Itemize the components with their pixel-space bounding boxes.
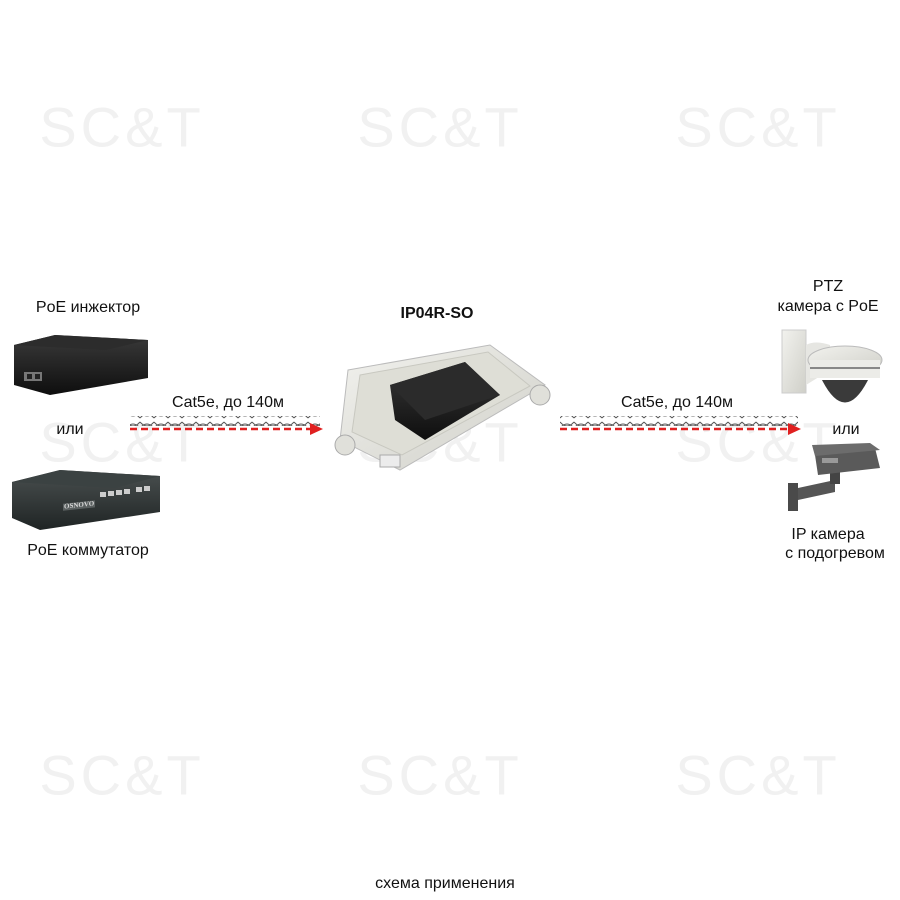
poe-injector-label: PoE инжектор [35, 299, 141, 316]
right-cable-label: Cat5e, до 140м [621, 394, 733, 411]
ptz-camera-image [781, 329, 883, 403]
ip-camera-label-line1: IP камера [791, 526, 865, 543]
watermark-logo: SC&T [39, 95, 205, 159]
or-label-left: или [56, 421, 84, 438]
watermark-logo: SC&T [357, 95, 523, 159]
watermark-logo: SC&T [357, 743, 523, 807]
caption: схема применения [375, 875, 515, 892]
ptz-camera-label-line1: PTZ [812, 278, 844, 295]
poe-injector-image [14, 335, 148, 395]
poe-switch-label: PoE коммутатор [27, 542, 149, 559]
or-label-right: или [832, 421, 860, 438]
ptz-camera-label-line2: камера с PoE [777, 298, 879, 315]
ip04r-so-device-image [334, 344, 551, 471]
watermark-logo: SC&T [675, 95, 841, 159]
right-cable [560, 416, 801, 435]
watermark-logo: SC&T [675, 743, 841, 807]
arrow-head-icon [310, 423, 323, 435]
poe-switch-image [12, 470, 160, 530]
left-cable [130, 416, 323, 435]
device-title: IP04R-SO [400, 305, 474, 322]
arrow-head-icon [788, 423, 801, 435]
watermark-logo: SC&T [39, 743, 205, 807]
left-cable-label: Cat5e, до 140м [172, 394, 284, 411]
bullet-camera-image [788, 443, 880, 511]
ip-camera-label-line2: с подогревом [785, 545, 885, 562]
